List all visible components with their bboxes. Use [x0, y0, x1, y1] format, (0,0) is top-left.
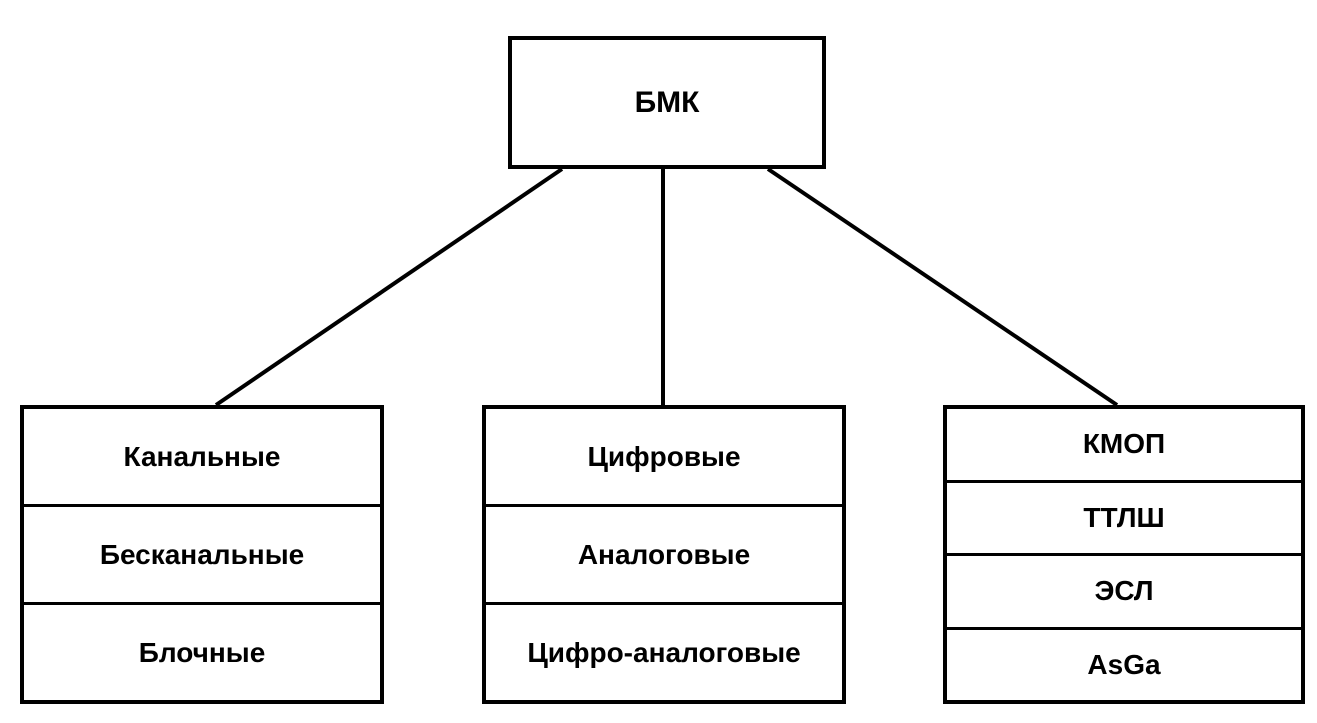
root-node-label: БМК — [634, 85, 700, 119]
group-item: AsGa — [947, 626, 1301, 701]
group-item: КМОП — [1082, 428, 1166, 460]
group-item: Канальные — [123, 440, 281, 472]
root-node: БМК — [508, 36, 826, 169]
group-item: Бесканальные — [24, 504, 380, 602]
group-item: Блочные — [24, 602, 380, 700]
group-box-right: КМОП ТТЛШ ЭСЛ AsGa — [943, 405, 1305, 704]
group-item: ТТЛШ — [947, 479, 1301, 554]
connector-right — [766, 167, 1119, 407]
group-item: Цифро-аналоговые — [486, 602, 842, 700]
group-item: Аналоговые — [486, 504, 842, 602]
connector-left — [214, 167, 564, 407]
group-item: Цифровые — [587, 440, 741, 472]
group-box-middle: Цифровые Аналоговые Цифро-аналоговые — [482, 405, 846, 704]
group-box-left: Канальные Бесканальные Блочные — [20, 405, 384, 704]
group-item: ЭСЛ — [947, 553, 1301, 627]
